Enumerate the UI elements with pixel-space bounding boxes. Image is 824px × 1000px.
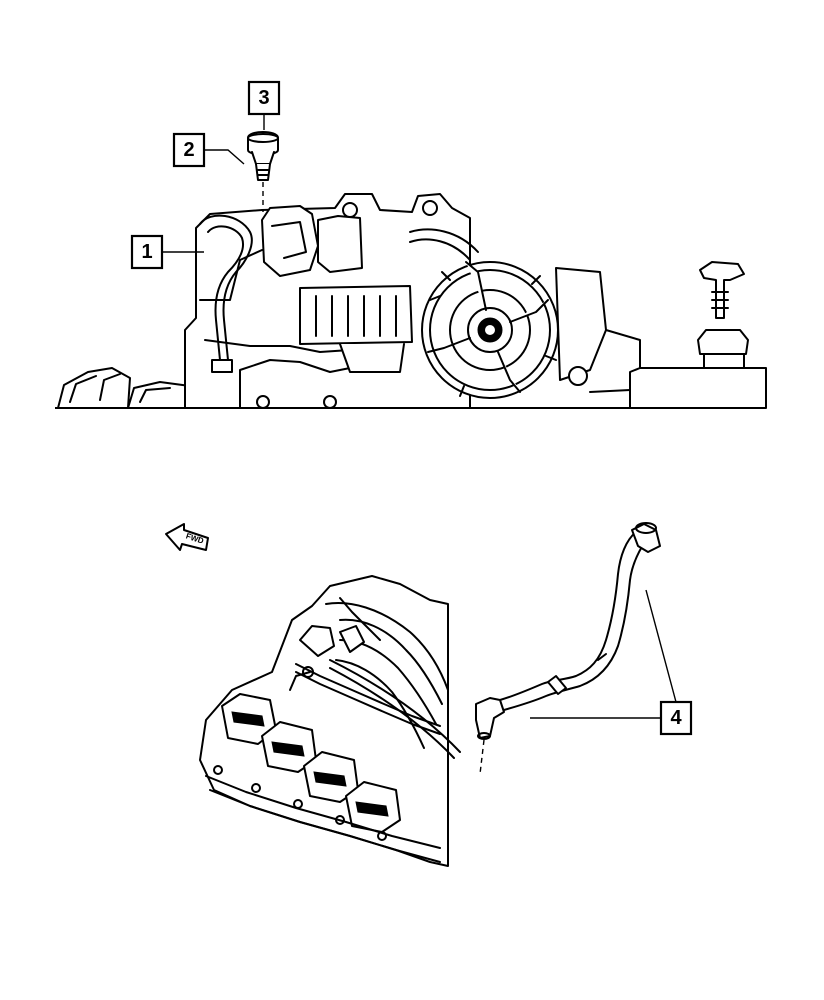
oil-filler-cap	[629, 261, 767, 409]
callout-4[interactable]: 4	[659, 700, 693, 736]
svg-text:1: 1	[141, 241, 152, 263]
svg-text:2: 2	[183, 139, 194, 161]
pcv-valve-housing	[261, 205, 413, 373]
fwd-arrow: FWD	[165, 523, 209, 551]
coil-packs-left	[57, 367, 199, 409]
alternator	[421, 261, 607, 399]
pcv-hose-upper	[199, 214, 253, 373]
callout-2[interactable]: 2	[172, 132, 206, 168]
pcv-hose-lower	[475, 522, 661, 775]
coil-packs-lower	[221, 693, 401, 833]
callout-1[interactable]: 1	[130, 234, 164, 270]
svg-text:4: 4	[670, 707, 682, 729]
svg-text:3: 3	[258, 87, 269, 109]
engine-upper-view	[55, 193, 767, 409]
intake-manifold	[199, 575, 461, 867]
pcv-valve-part	[247, 131, 279, 212]
callout-3[interactable]: 3	[247, 80, 281, 116]
